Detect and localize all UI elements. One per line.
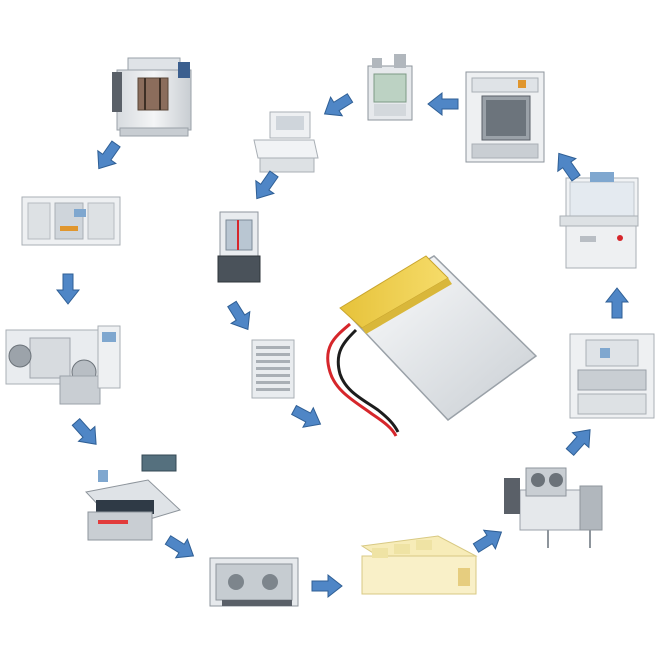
- sealing-machine-icon: [217, 211, 261, 283]
- arrow-2-icon: [56, 273, 80, 305]
- arrow-14-icon: [288, 399, 327, 435]
- packaging-machine-icon: [559, 172, 639, 269]
- mixing-machine-icon: [112, 57, 192, 137]
- coating-machine-icon: [21, 196, 121, 246]
- tab-welding-line-icon: [569, 333, 655, 419]
- finished-battery-icon: [326, 255, 538, 437]
- electrolyte-filling-icon: [253, 111, 319, 173]
- drying-chamber-icon: [367, 54, 413, 121]
- winding-machine-icon: [209, 557, 299, 607]
- vacuum-oven-icon: [465, 71, 545, 163]
- rolling-press-icon: [5, 325, 121, 405]
- arrow-11-icon: [318, 88, 357, 124]
- arrow-10-icon: [427, 92, 459, 116]
- slitting-machine-icon: [85, 454, 181, 541]
- arrow-8-icon: [605, 287, 629, 319]
- arrow-3-icon: [67, 414, 105, 453]
- formation-cabinet-icon: [251, 339, 295, 399]
- arrow-4-icon: [161, 530, 200, 566]
- arrow-7-icon: [561, 421, 599, 460]
- assembly-line-icon: [360, 535, 478, 595]
- arrow-13-icon: [222, 297, 258, 336]
- arrow-6-icon: [469, 522, 508, 558]
- arrow-12-icon: [247, 167, 284, 206]
- arrow-1-icon: [89, 137, 126, 176]
- arrow-5-icon: [311, 574, 343, 598]
- ultrasonic-welder-icon: [504, 467, 603, 548]
